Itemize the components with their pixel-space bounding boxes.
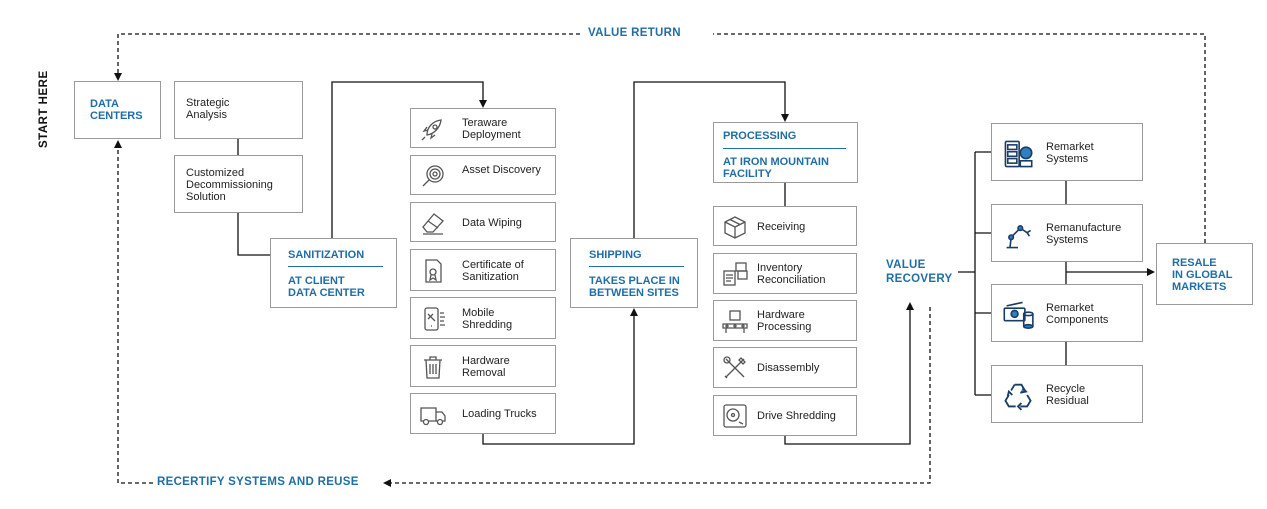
robot-arm-icon bbox=[1006, 225, 1032, 249]
truck-icon bbox=[420, 407, 446, 426]
shipping-box: SHIPPING TAKES PLACE IN BETWEEN SITES bbox=[570, 238, 698, 308]
trash-icon bbox=[424, 356, 442, 379]
sanitization-title: SANITIZATION bbox=[288, 249, 365, 261]
recertify-label: RECERTIFY SYSTEMS AND REUSE bbox=[157, 476, 359, 488]
eraser-icon bbox=[422, 213, 444, 235]
outcome-box: Remanufacture Systems bbox=[991, 204, 1143, 262]
sanitization-divider bbox=[288, 266, 383, 267]
processing-box: PROCESSING AT IRON MOUNTAIN FACILITY bbox=[713, 122, 858, 183]
outcome-box: Recycle Residual bbox=[991, 365, 1143, 423]
facility-step-label: Receiving bbox=[757, 221, 806, 233]
facility-step: Inventory Reconciliation bbox=[713, 253, 857, 294]
value-return-label: VALUE RETURN bbox=[588, 27, 681, 39]
server-icon bbox=[1004, 140, 1033, 168]
sanitization-subtitle: AT CLIENT DATA CENTER bbox=[288, 275, 365, 299]
client-step-label: Mobile Shredding bbox=[462, 307, 513, 331]
shipping-divider bbox=[589, 266, 684, 267]
facility-step-label: Inventory Reconciliation bbox=[757, 262, 826, 286]
value-recovery-label: VALUE RECOVERY bbox=[886, 259, 953, 285]
facility-step: Receiving bbox=[713, 206, 857, 246]
inventory-icon bbox=[723, 262, 748, 286]
outcome-label: Remarket Components bbox=[1046, 302, 1109, 326]
outcome-box: Remarket Systems bbox=[991, 123, 1143, 181]
client-step: Data Wiping bbox=[410, 202, 556, 242]
processing-subtitle: AT IRON MOUNTAIN FACILITY bbox=[723, 156, 829, 180]
client-step-label: Data Wiping bbox=[462, 217, 522, 229]
drive-icon bbox=[723, 404, 747, 428]
data-centers-box: DATA CENTERS bbox=[74, 81, 161, 139]
client-step-label: Asset Discovery bbox=[462, 164, 541, 176]
customized-solution-label: Customized Decommissioning Solution bbox=[186, 167, 273, 203]
client-step: Asset Discovery bbox=[410, 155, 556, 195]
outcome-label: Remarket Systems bbox=[1046, 141, 1094, 165]
customized-solution-box: Customized Decommissioning Solution bbox=[174, 155, 303, 213]
client-step: Certificate of Sanitization bbox=[410, 249, 556, 291]
certificate-icon bbox=[425, 259, 442, 283]
start-here-label: START HERE bbox=[38, 70, 50, 148]
resale-box: RESALE IN GLOBAL MARKETS bbox=[1156, 243, 1253, 305]
strategic-analysis-box: Strategic Analysis bbox=[174, 81, 303, 139]
client-step: Teraware Deployment bbox=[410, 108, 556, 148]
client-step-label: Certificate of Sanitization bbox=[462, 259, 524, 283]
client-step-label: Teraware Deployment bbox=[462, 117, 521, 141]
rocket-icon bbox=[421, 119, 442, 141]
shipping-title: SHIPPING bbox=[589, 249, 642, 261]
strategic-analysis-label: Strategic Analysis bbox=[186, 97, 230, 121]
mobile-shredding-icon bbox=[424, 307, 445, 331]
processing-title: PROCESSING bbox=[723, 130, 797, 142]
facility-step: Hardware Processing bbox=[713, 300, 857, 341]
facility-step-label: Hardware Processing bbox=[757, 309, 812, 333]
client-step: Hardware Removal bbox=[410, 345, 556, 387]
sanitization-box: SANITIZATION AT CLIENT DATA CENTER bbox=[270, 238, 397, 308]
outcome-label: Recycle Residual bbox=[1046, 383, 1089, 407]
magnifier-icon bbox=[422, 165, 444, 187]
client-step: Mobile Shredding bbox=[410, 297, 556, 339]
resale-label: RESALE IN GLOBAL MARKETS bbox=[1172, 257, 1233, 293]
client-step-label: Loading Trucks bbox=[462, 408, 537, 420]
client-step: Loading Trucks bbox=[410, 393, 556, 434]
conveyor-icon bbox=[722, 310, 748, 333]
processing-divider bbox=[723, 148, 846, 149]
shipping-subtitle: TAKES PLACE IN BETWEEN SITES bbox=[589, 275, 680, 299]
outcome-label: Remanufacture Systems bbox=[1046, 222, 1122, 246]
facility-step: Drive Shredding bbox=[713, 395, 857, 436]
data-centers-label: DATA CENTERS bbox=[90, 98, 143, 122]
box-icon bbox=[724, 216, 746, 239]
recycle-icon bbox=[1004, 383, 1032, 411]
facility-step: Disassembly bbox=[713, 347, 857, 388]
components-icon bbox=[1003, 301, 1034, 329]
outcome-box: Remarket Components bbox=[991, 284, 1143, 342]
tools-icon bbox=[723, 356, 746, 379]
facility-step-label: Disassembly bbox=[757, 362, 820, 374]
facility-step-label: Drive Shredding bbox=[757, 410, 836, 422]
client-step-label: Hardware Removal bbox=[462, 355, 510, 379]
